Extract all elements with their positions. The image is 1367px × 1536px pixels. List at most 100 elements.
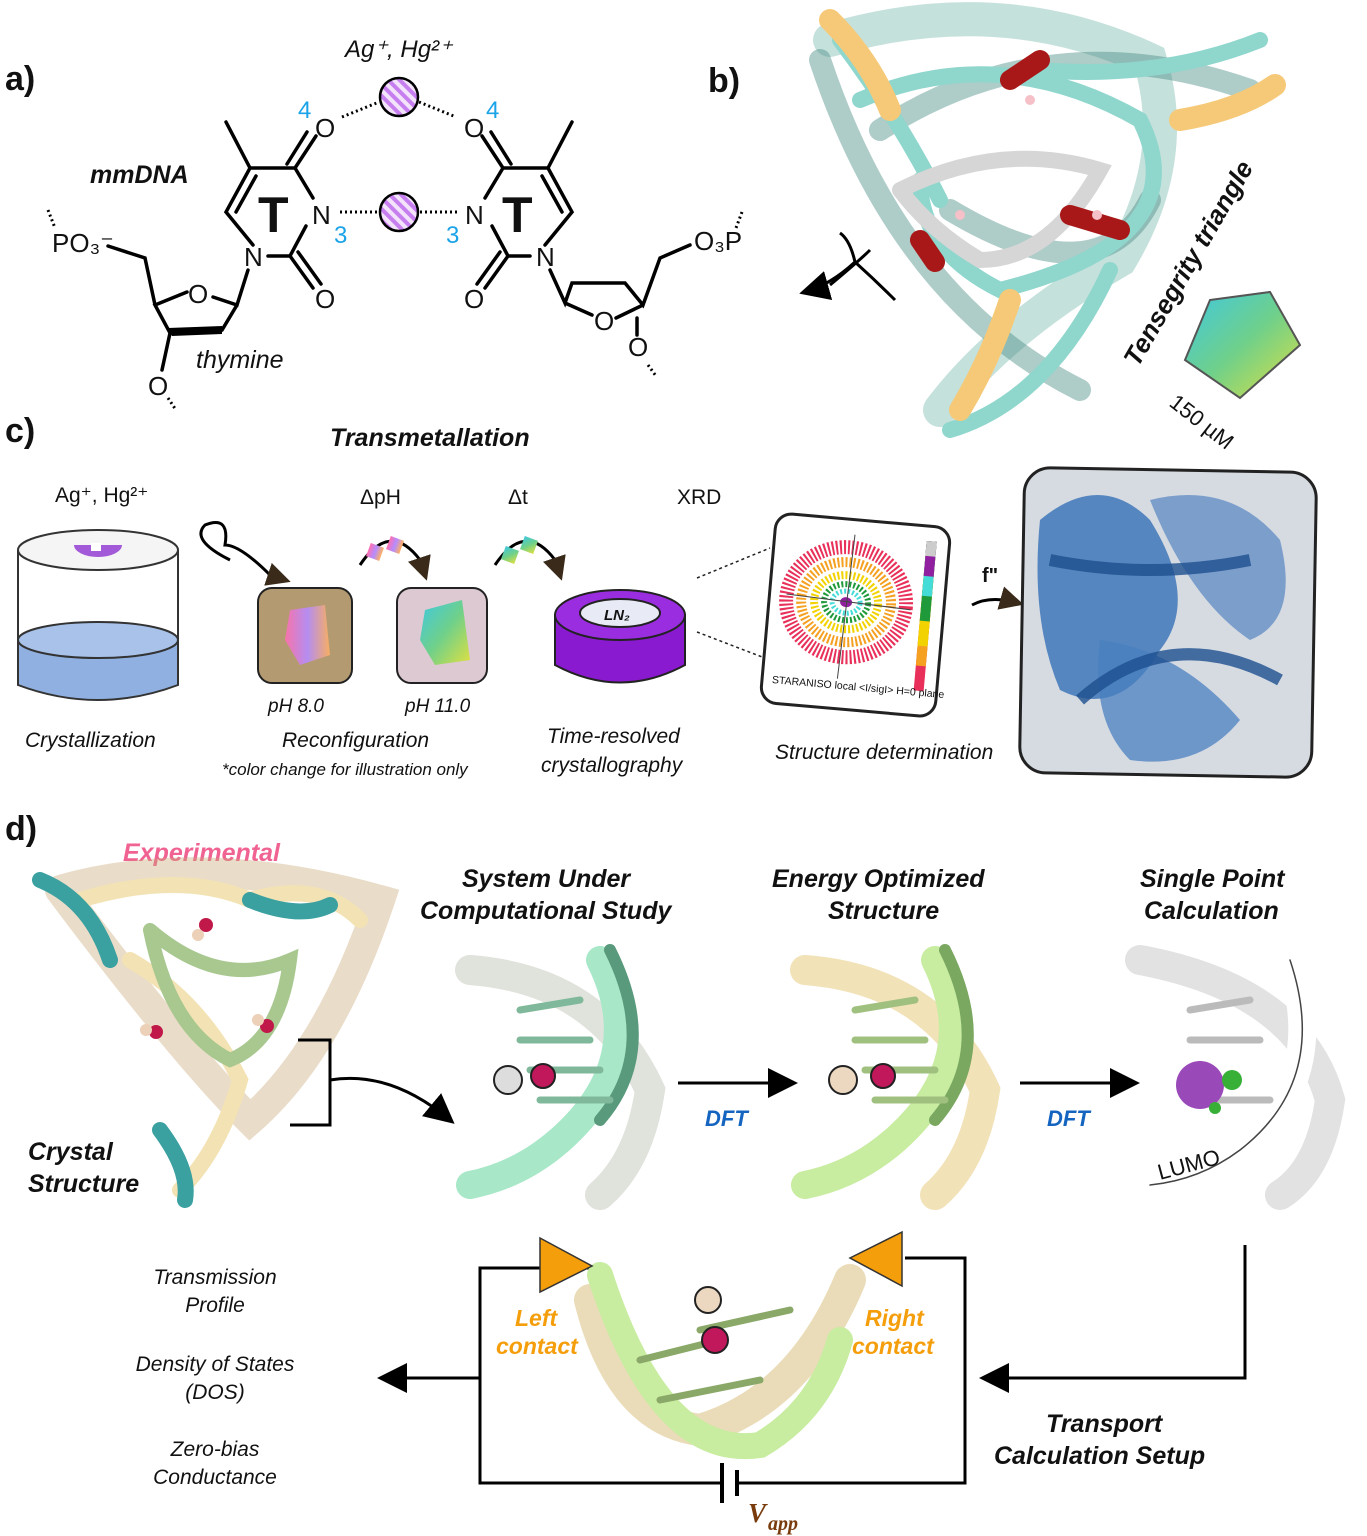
output-conductance-2: Conductance <box>153 1466 277 1489</box>
position-4-right: 4 <box>486 97 499 124</box>
transmetallation-title: Transmetallation <box>330 424 530 452</box>
three-way-junction-icon <box>805 231 897 300</box>
output-conductance: Zero-bias <box>170 1438 260 1461</box>
single-heading-1: Single Point <box>1140 865 1286 893</box>
right-contact-icon <box>848 1230 903 1288</box>
right-contact-label-1: Right <box>865 1305 925 1331</box>
delta-t-label: Δt <box>508 486 528 509</box>
panel-a-label: a) <box>5 60 35 98</box>
crystallization-well-icon <box>17 529 179 701</box>
mini-crystal-3 <box>501 546 519 564</box>
base-letter-left: T <box>258 187 289 243</box>
metal-ion-top <box>378 76 420 118</box>
transport-label-2: Calculation Setup <box>994 1442 1205 1470</box>
thymine-ring-left <box>223 120 323 290</box>
battery-icon <box>720 1463 739 1503</box>
dft-label-2: DFT <box>1047 1106 1091 1131</box>
vapp-subscript: app <box>768 1513 798 1535</box>
metal-ions-label-c: Ag⁺, Hg²⁺ <box>55 484 148 507</box>
crystal-image <box>1183 290 1302 400</box>
energy-heading-2: Structure <box>828 897 939 925</box>
energy-heading-1: Energy Optimized <box>772 865 985 893</box>
tensegrity-triangle-render <box>809 2 1286 438</box>
lumo-dna-render <box>1125 945 1346 1210</box>
reconfiguration-label: Reconfiguration <box>282 729 429 752</box>
transport-label-1: Transport <box>1046 1410 1164 1438</box>
delta-ph-label: ΔpH <box>360 486 401 509</box>
ln2-label: LN₂ <box>604 607 630 624</box>
circuit-wire <box>478 1256 967 1485</box>
optimized-dna-render <box>790 944 1001 1210</box>
color-change-note: *color change for illustration only <box>222 760 469 779</box>
atom-n3-right: N <box>465 200 484 230</box>
position-4-left: 4 <box>298 97 311 124</box>
structure-label: Structure <box>28 1170 139 1198</box>
atom-n3-left: N <box>312 200 331 230</box>
panel-c: c) Transmetallation Ag⁺, Hg²⁺ ΔpH Δt XRD… <box>5 412 1318 779</box>
zoom-lines <box>696 547 771 661</box>
vapp-label: V <box>748 1498 768 1528</box>
structure-determination-label: Structure determination <box>775 741 993 764</box>
atom-o-sugar-right: O <box>594 306 614 336</box>
atom-n1-left: N <box>244 242 263 272</box>
panel-d: d) Experimental Crystal Structure System… <box>5 810 1346 1535</box>
crystal-structure-render <box>32 857 400 1208</box>
atom-n1-right: N <box>536 242 555 272</box>
panel-c-label: c) <box>5 412 35 450</box>
experimental-label: Experimental <box>123 839 281 867</box>
panel-d-label: d) <box>5 810 37 848</box>
bracket-arrow <box>290 1038 450 1125</box>
xrd-label: XRD <box>677 486 721 509</box>
transport-dna-render <box>574 1262 866 1460</box>
chain-continuation-right <box>646 211 744 377</box>
crystal-ph8 <box>285 605 330 665</box>
atom-o2-right: O <box>464 284 484 314</box>
phosphate-right: O₃P <box>694 226 742 256</box>
ln2-puck-icon: LN₂ <box>554 589 686 684</box>
output-transmission: Transmission <box>153 1266 276 1289</box>
to-density-arrow <box>971 586 1024 610</box>
crystal-label: Crystal <box>28 1138 114 1166</box>
atom-o4-right: O <box>464 113 484 143</box>
thymine-label: thymine <box>196 346 284 374</box>
panel-b-label: b) <box>708 62 740 100</box>
ph-8-label: pH 8.0 <box>267 696 324 717</box>
mini-crystal-4 <box>520 536 538 554</box>
panel-a: a) Ag⁺, Hg²⁺ mmDNA N N O O 4 3 T N N O O… <box>5 36 744 411</box>
mmdna-label: mmDNA <box>90 161 189 189</box>
thymine-ring-right <box>475 120 575 290</box>
crystallization-label: Crystallization <box>25 729 156 752</box>
transport-setup-arrow <box>979 1245 1247 1393</box>
position-3-left: 3 <box>334 222 347 249</box>
atom-o4-left: O <box>315 113 335 143</box>
left-contact-label-1: Left <box>515 1305 559 1331</box>
metal-ion-bottom <box>378 191 420 233</box>
crystallography-label: crystallography <box>541 754 684 777</box>
electron-density-map <box>1018 466 1318 779</box>
position-3-right: 3 <box>446 222 459 249</box>
left-contact-label-2: contact <box>496 1333 579 1359</box>
base-letter-right: T <box>502 187 533 243</box>
output-dos-2: (DOS) <box>185 1381 245 1404</box>
sugar-wedge-left <box>155 305 222 336</box>
dft-label-1: DFT <box>705 1106 749 1131</box>
system-heading-2: Computational Study <box>420 897 672 925</box>
curl-arrow-1 <box>199 521 291 586</box>
sugar-right <box>548 243 692 337</box>
mini-crystal-1 <box>366 543 384 561</box>
system-heading-1: System Under <box>462 865 631 893</box>
diffraction-plot-card: STARANISO local <I/sigI> H=0 plane <box>759 512 952 718</box>
atom-o3-right: O <box>628 332 648 362</box>
time-resolved-label: Time-resolved <box>547 725 681 748</box>
phosphate-left: PO₃⁻ <box>52 228 114 258</box>
system-dna-render <box>455 944 666 1210</box>
output-transmission-2: Profile <box>185 1294 245 1317</box>
concentration-label: 150 µM <box>1165 389 1239 454</box>
metal-ions-label: Ag⁺, Hg²⁺ <box>343 36 454 63</box>
outputs-list: Transmission Profile Density of States (… <box>136 1266 295 1489</box>
panel-b: b) Tensegrity triangle 150 µM <box>708 2 1302 454</box>
single-heading-2: Calculation <box>1144 897 1279 925</box>
atom-o-sugar-left: O <box>188 279 208 309</box>
